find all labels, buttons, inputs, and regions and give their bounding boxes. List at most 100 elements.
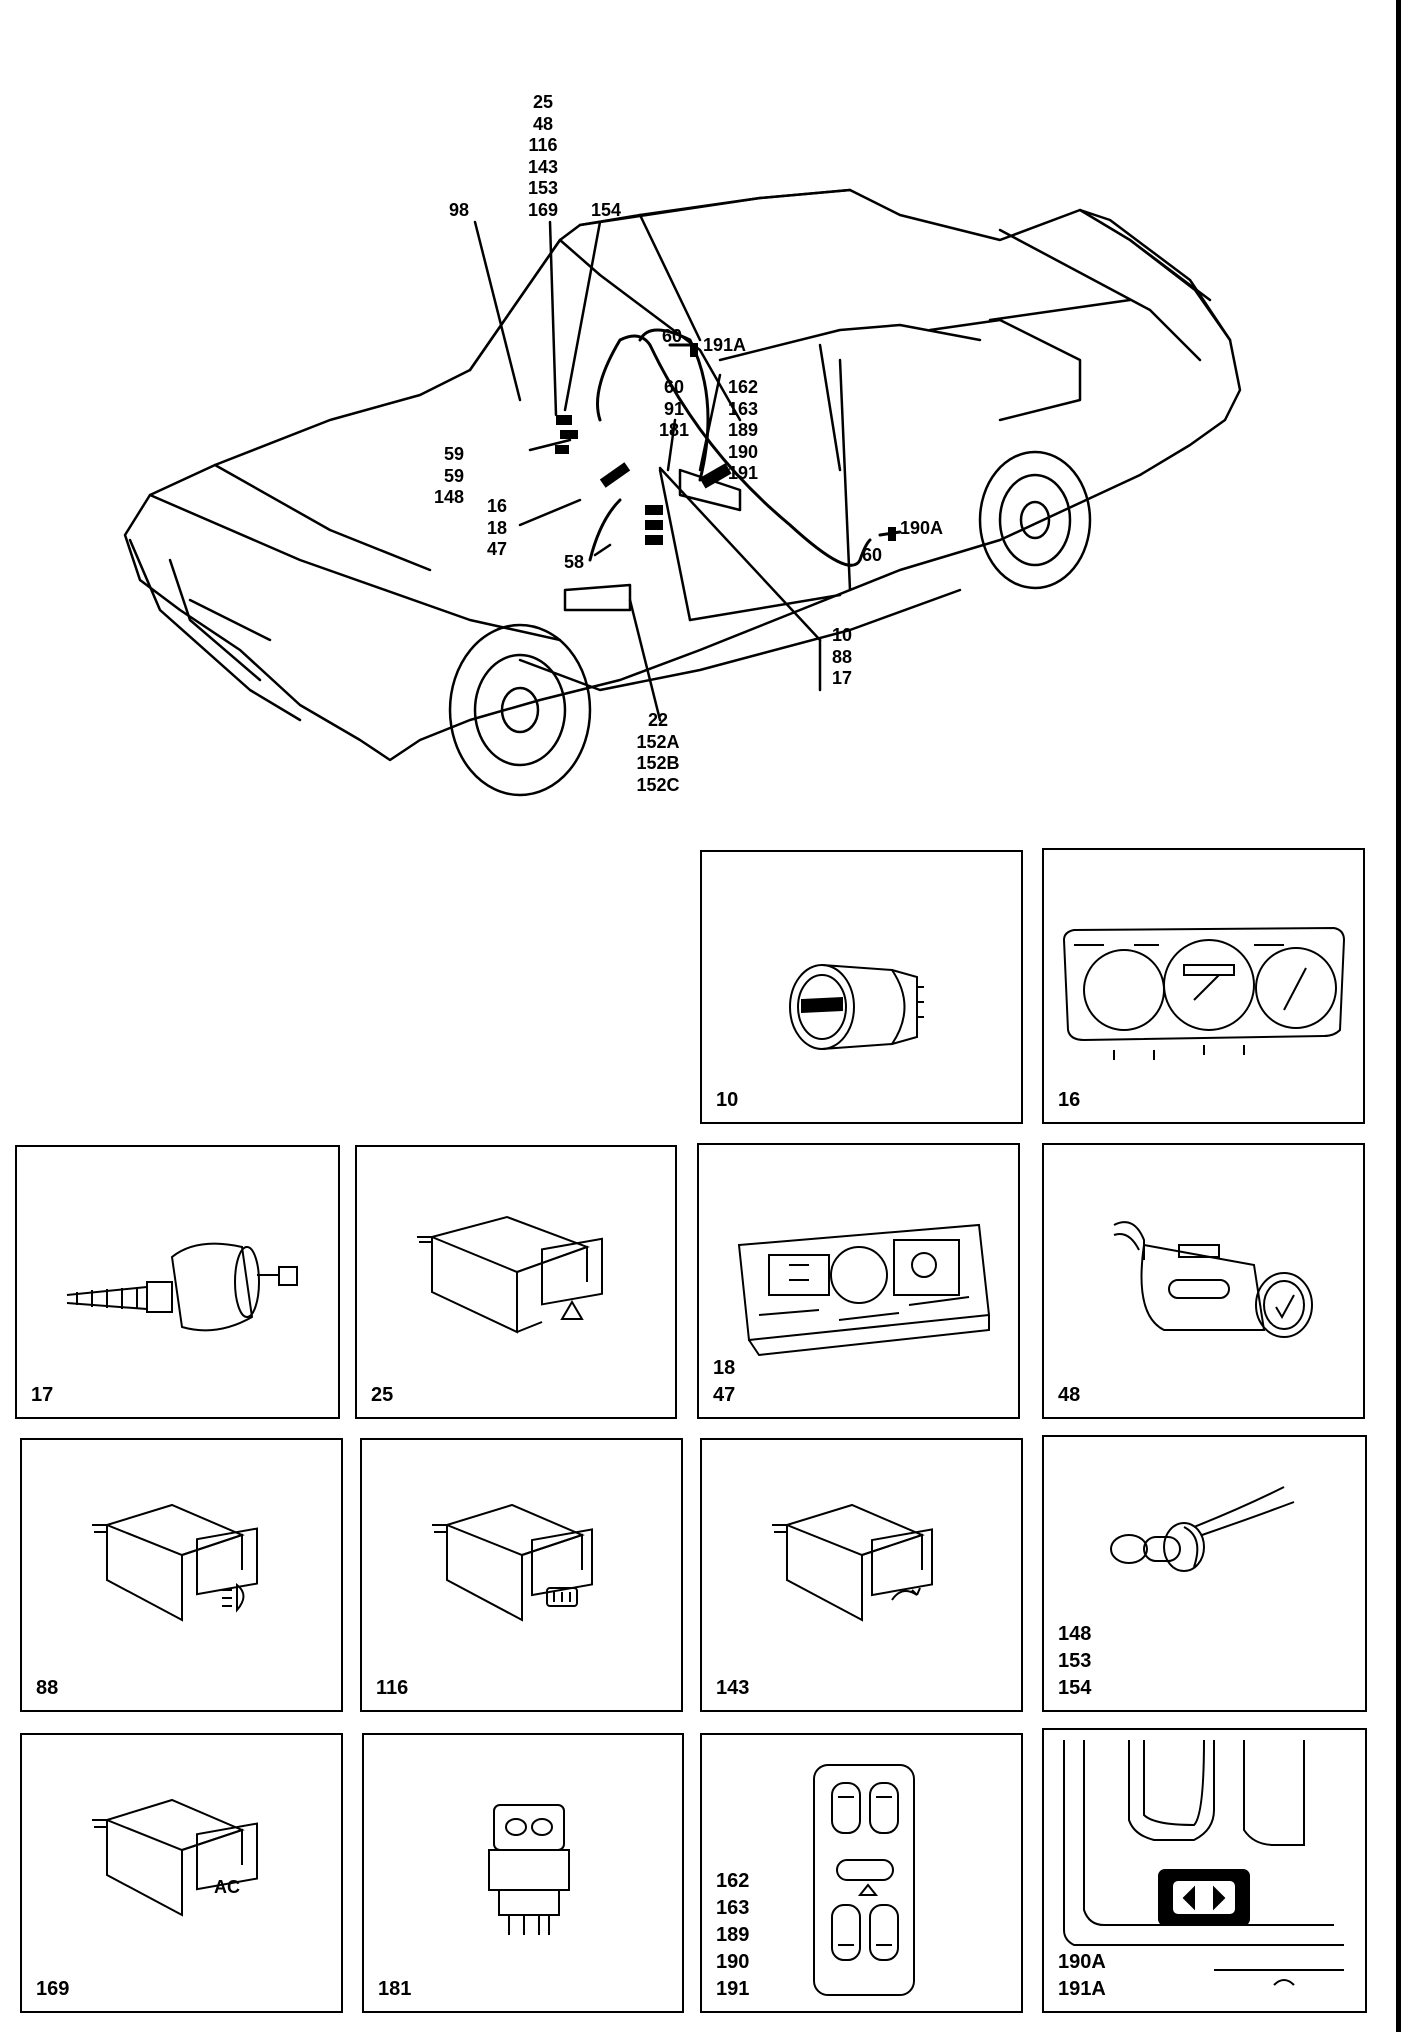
part-number: 181 <box>378 1978 412 2000</box>
callout-label: 181 <box>658 420 690 440</box>
fog-light-switch-icon <box>92 1503 258 1622</box>
callout-22-stack: 22 152A 152B 152C <box>628 710 688 796</box>
part-number: 190 <box>716 1951 750 1973</box>
callout-label: 154 <box>591 200 622 220</box>
callout-label: 191 <box>728 463 759 483</box>
mirror-switch-icon <box>488 1804 570 1935</box>
callout-label: 48 <box>532 113 554 134</box>
part-number: 88 <box>36 1677 59 1699</box>
rheostat-icon <box>66 1242 298 1332</box>
panel-label: 17 <box>31 1382 53 1409</box>
car-wiring-diagram <box>123 188 1242 797</box>
callout-label: 58 <box>564 552 585 572</box>
panel-label: 116 <box>376 1675 408 1702</box>
panel-143: 143 <box>700 1438 1023 1712</box>
light-switch-icon <box>789 964 924 1050</box>
part-number: 17 <box>31 1384 54 1406</box>
panel-label: 162 163 189 190 191 <box>716 1868 749 2003</box>
ac-switch-icon: AC <box>92 1798 258 1917</box>
callout-label: 148 <box>433 487 464 507</box>
panel-169: AC 169 <box>20 1733 343 2013</box>
circuit-board-icon <box>737 1223 991 1357</box>
part-number: 162 <box>716 1870 750 1892</box>
panel-181: 181 <box>362 1733 684 2013</box>
callout-label: 88 <box>832 646 853 667</box>
part-number: 169 <box>36 1978 70 2000</box>
callout-label: 91 <box>663 398 685 419</box>
callout-label: 47 <box>486 539 508 559</box>
panel-16: 16 <box>1042 848 1365 1124</box>
bulb-holder-icon <box>1110 1486 1295 1572</box>
panel-48: 48 <box>1042 1143 1365 1419</box>
callout-10-stack: 10 88 17 <box>832 625 852 690</box>
callout-label: 17 <box>832 668 853 688</box>
callout-154: 154 <box>591 200 621 222</box>
panel-88: 88 <box>20 1438 343 1712</box>
part-number: 154 <box>1058 1677 1092 1699</box>
panel-148-153-154: 148 153 154 <box>1042 1435 1367 1712</box>
part-number: 191A <box>1058 1978 1106 2000</box>
callout-label: 59 <box>443 465 464 486</box>
callout-label: 60 <box>663 377 685 397</box>
part-number: 148 <box>1058 1623 1092 1645</box>
panel-label: 16 <box>1058 1087 1080 1114</box>
callout-label: 60 <box>662 326 683 346</box>
callout-label: 16 <box>486 496 508 516</box>
callout-label: 116 <box>528 135 558 155</box>
panel-10: 10 <box>700 850 1023 1124</box>
callout-label: 59 <box>443 444 464 464</box>
callout-label: 152A <box>636 731 680 752</box>
callout-60-bottom: 60 <box>862 545 882 567</box>
callout-190a: 190A <box>900 518 943 540</box>
panel-17: 17 <box>15 1145 340 1419</box>
page-edge-bar <box>1396 0 1401 2032</box>
panel-25: 25 <box>355 1145 677 1419</box>
panel-label: 148 153 154 <box>1058 1621 1091 1702</box>
callout-label: 169 <box>527 199 559 220</box>
callout-label: 22 <box>647 710 669 730</box>
callout-label: 10 <box>832 625 853 645</box>
callout-top-stack: 25 48 116 143 153 169 <box>518 92 568 221</box>
panel-label: 88 <box>36 1675 58 1702</box>
panel-190a-191a: 190A 191A <box>1042 1728 1367 2013</box>
callout-98: 98 <box>449 200 469 222</box>
callout-label: 98 <box>449 200 470 220</box>
cigarette-lighter-icon <box>1113 1221 1313 1338</box>
panel-label: 10 <box>716 1087 738 1114</box>
door-window-switch-icon <box>1063 1739 1344 1986</box>
panel-label: 25 <box>371 1382 393 1409</box>
part-number: 10 <box>716 1089 739 1111</box>
panel-116: 116 <box>360 1438 683 1712</box>
callout-label: 189 <box>728 420 759 440</box>
callout-right-stack: 162 163 189 190 191 <box>728 377 758 485</box>
rear-defrost-switch-icon <box>432 1503 593 1622</box>
part-number: 48 <box>1058 1384 1081 1406</box>
callout-left-stack: 59 59 148 <box>428 444 464 509</box>
instrument-cluster-icon <box>1062 926 1346 1060</box>
callout-58: 58 <box>564 552 584 574</box>
part-number: 190A <box>1058 1951 1106 1973</box>
part-number: 47 <box>713 1384 736 1406</box>
callout-label: 190 <box>728 441 759 462</box>
panel-18-47: 18 47 <box>697 1143 1020 1419</box>
part-number: 143 <box>716 1677 750 1699</box>
part-number: 16 <box>1058 1089 1081 1111</box>
callout-16-stack: 16 18 47 <box>481 496 513 561</box>
hazard-switch-icon <box>417 1215 603 1334</box>
part-number: 189 <box>716 1924 750 1946</box>
callout-label: 18 <box>486 517 508 538</box>
panel-label: 143 <box>716 1675 749 1702</box>
callout-label: 153 <box>527 178 559 198</box>
callout-191a: 191A <box>703 335 746 357</box>
callout-label: 163 <box>728 398 759 419</box>
window-switch-panel-icon <box>813 1764 915 1996</box>
callout-label: 162 <box>728 377 759 397</box>
panel-label: 48 <box>1058 1382 1080 1409</box>
panel-label: 181 <box>378 1976 411 2003</box>
panel-label: 18 47 <box>713 1355 735 1409</box>
recirculation-switch-icon <box>772 1503 933 1622</box>
callout-label: 143 <box>527 156 559 177</box>
callout-label: 25 <box>532 92 554 112</box>
callout-mid-stack: 60 91 181 <box>654 377 694 442</box>
panel-label: 169 <box>36 1976 69 2003</box>
